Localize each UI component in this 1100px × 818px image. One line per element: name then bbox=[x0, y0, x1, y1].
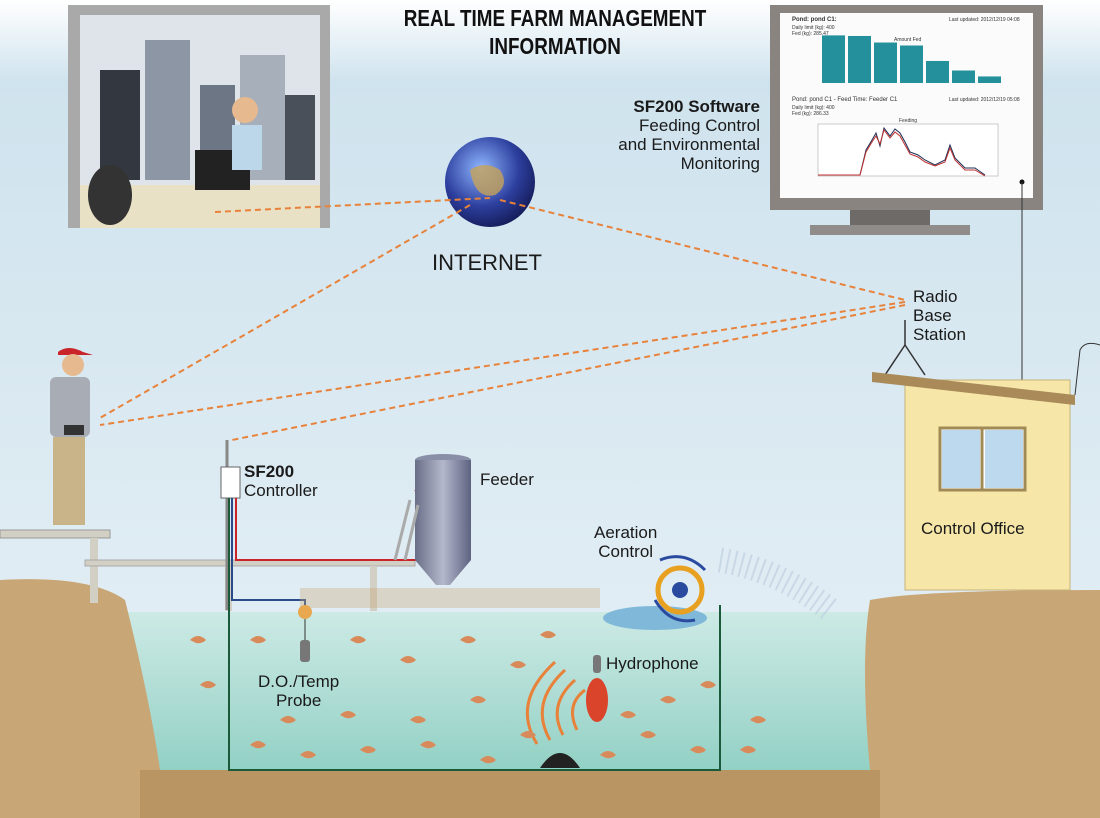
hydrophone-label: Hydrophone bbox=[606, 654, 699, 673]
shrimp-icon bbox=[190, 636, 206, 644]
control-office-label: Control Office bbox=[921, 519, 1025, 538]
radio-line1: Radio bbox=[913, 287, 958, 306]
probe-line2: Probe bbox=[275, 691, 322, 710]
panel2-chart-title: Feeding bbox=[899, 118, 918, 124]
shrimp-icon bbox=[690, 746, 706, 754]
shrimp-icon bbox=[250, 636, 266, 644]
shrimp-icon bbox=[460, 636, 476, 644]
panel1-chart-title: Amount Fed bbox=[894, 37, 922, 43]
shrimp-icon bbox=[360, 746, 376, 754]
probe-label: D.O./Temp Probe bbox=[258, 672, 339, 710]
shrimp-icon bbox=[740, 746, 756, 754]
shrimp-icon bbox=[640, 731, 656, 739]
bar bbox=[926, 60, 949, 83]
panel1-updated: Last updated: 2012/12/19 04:08 bbox=[949, 17, 1020, 23]
aeration-line1: Aeration bbox=[594, 523, 658, 542]
shrimp-icon bbox=[250, 741, 266, 749]
bar bbox=[848, 35, 871, 83]
aeration-paddlewheel bbox=[603, 547, 838, 630]
panel2-pond: Pond: pond C1 - Feed Time: Feeder C1 bbox=[792, 97, 898, 103]
internet-label: INTERNET bbox=[432, 250, 542, 275]
software-line3: Monitoring bbox=[680, 154, 760, 173]
bar bbox=[978, 76, 1001, 83]
panel2-fed: Fed (kg): 286.33 bbox=[792, 111, 829, 117]
bar bbox=[874, 42, 897, 83]
panel2-updated: Last updated: 2012/12/19 05:08 bbox=[949, 97, 1020, 103]
controller-bold: SF200 bbox=[244, 462, 295, 481]
shrimp-icon bbox=[510, 661, 526, 669]
shrimp-icon bbox=[200, 681, 216, 689]
shrimp-group bbox=[190, 631, 766, 764]
shrimp-icon bbox=[300, 751, 316, 759]
farmer-figure bbox=[50, 348, 93, 525]
aeration-label: Aeration Control bbox=[594, 523, 657, 561]
shrimp-icon bbox=[540, 631, 556, 639]
radio-antenna bbox=[884, 320, 926, 376]
shrimp-icon bbox=[410, 716, 426, 724]
shrimp-icon bbox=[520, 731, 536, 739]
do-temp-probe bbox=[298, 605, 312, 662]
probe-line1: D.O./Temp bbox=[258, 672, 340, 691]
page-title: REAL TIME FARM MANAGEMENT INFORMATION bbox=[403, 5, 707, 59]
shrimp-icon bbox=[480, 756, 496, 764]
panel1-limit: Daily limit (kg): 400 bbox=[792, 25, 835, 31]
aeration-line2: Control bbox=[598, 542, 654, 561]
panel2-limit: Daily limit (kg): 400 bbox=[792, 105, 835, 111]
shrimp-icon bbox=[350, 636, 366, 644]
shrimp-icon bbox=[400, 656, 416, 664]
network-links bbox=[99, 197, 906, 441]
radio-line3: Station bbox=[913, 325, 966, 344]
shrimp-icon bbox=[700, 681, 716, 689]
shrimp-icon bbox=[280, 716, 296, 724]
software-line2: and Environmental bbox=[618, 135, 760, 154]
shrimp-icon bbox=[620, 711, 636, 719]
shrimp-icon bbox=[420, 741, 436, 749]
shrimp-icon bbox=[470, 696, 486, 704]
controller-label: SF200 Controller bbox=[244, 462, 318, 500]
shrimp-icon bbox=[660, 696, 676, 704]
bar bbox=[952, 70, 975, 83]
control-office-building bbox=[872, 342, 1100, 591]
software-name: SF200 Software bbox=[633, 97, 760, 116]
monitor bbox=[770, 5, 1043, 410]
pond-water bbox=[120, 612, 880, 780]
radio-line2: Base bbox=[913, 306, 952, 325]
shrimp-icon bbox=[600, 751, 616, 759]
hydrophone bbox=[525, 655, 608, 768]
office-scene bbox=[68, 5, 330, 228]
bar bbox=[900, 45, 923, 83]
panel1-fed: Fed (kg): 285.47 bbox=[792, 31, 829, 37]
shrimp-icon bbox=[340, 711, 356, 719]
monitor-screen: Pond: pond C1: Last updated: 2012/12/19 … bbox=[784, 15, 1029, 195]
bar bbox=[822, 35, 845, 83]
radio-label: Radio Base Station bbox=[913, 287, 966, 344]
shrimp-icon bbox=[750, 716, 766, 724]
feeder-silo bbox=[393, 454, 471, 585]
controller-text: Controller bbox=[244, 481, 318, 500]
feeder-label: Feeder bbox=[480, 470, 534, 489]
software-line1: Feeding Control bbox=[639, 116, 760, 135]
panel1-pond: Pond: pond C1: bbox=[792, 17, 837, 23]
software-label: SF200 Software Feeding Control and Envir… bbox=[600, 97, 760, 173]
